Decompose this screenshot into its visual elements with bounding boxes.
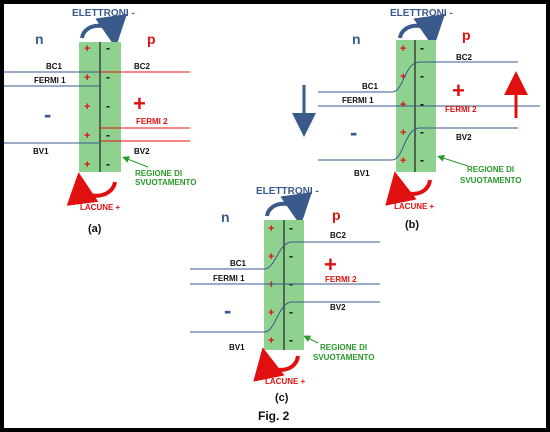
svg-text:-: - — [420, 97, 424, 111]
bc1-label: BC1 — [46, 62, 63, 71]
electrons-label: ELETTRONI - — [72, 8, 135, 19]
svg-text:+: + — [84, 101, 90, 113]
region-label-line2: SVUOTAMENTO — [460, 176, 521, 185]
svg-text:+: + — [400, 155, 406, 167]
p-plus-sign: + — [452, 78, 465, 103]
svg-text:-: - — [106, 99, 110, 113]
n-side-label: n — [35, 31, 44, 47]
svg-text:+: + — [400, 127, 406, 139]
svg-text:+: + — [84, 43, 90, 55]
fermi1-label: FERMI 1 — [342, 96, 374, 105]
n-side-label: n — [221, 209, 230, 225]
p-plus-sign: + — [133, 91, 146, 116]
charge-plus-column: + + + + + — [400, 43, 406, 167]
charge-minus-column: - - - - - — [420, 41, 424, 167]
electron-flow-arrow-icon — [398, 13, 445, 48]
bv-band-line — [190, 301, 380, 333]
n-minus-sign: - — [224, 298, 231, 323]
bv2-label: BV2 — [456, 133, 472, 142]
svg-text:-: - — [106, 70, 110, 84]
svg-text:+: + — [84, 72, 90, 84]
svg-text:-: - — [289, 249, 293, 263]
svg-text:+: + — [84, 130, 90, 142]
svg-text:-: - — [106, 41, 110, 55]
bv-band-line — [318, 127, 518, 161]
electron-flow-arrow-icon — [265, 191, 312, 226]
region-label-line2: SVUOTAMENTO — [135, 178, 196, 187]
fermi1-label: FERMI 1 — [213, 274, 245, 283]
panel-b-caption: (b) — [405, 219, 419, 231]
bc2-label: BC2 — [456, 53, 473, 62]
panel-c: ELETTRONI - n p + + + + + - - - - - BC1 … — [190, 186, 380, 404]
region-pointer-arrow-icon — [122, 156, 149, 168]
holes-label: LACUNE + — [394, 202, 435, 211]
charge-minus-column: - - - - - — [106, 41, 110, 171]
charge-plus-column: + + + + + — [268, 223, 274, 347]
svg-text:-: - — [420, 125, 424, 139]
holes-label: LACUNE + — [80, 203, 121, 212]
bc2-label: BC2 — [134, 62, 151, 71]
region-label-line1: REGIONE DI — [467, 165, 514, 174]
p-side-label: p — [332, 207, 341, 223]
panel-b: ELETTRONI - n p + + + + + - - - - - BC1 … — [292, 8, 540, 231]
n-side-label: n — [352, 31, 361, 47]
svg-text:-: - — [420, 41, 424, 55]
region-label-line1: REGIONE DI — [135, 169, 182, 178]
bc2-label: BC2 — [330, 231, 347, 240]
svg-text:-: - — [289, 333, 293, 347]
svg-text:+: + — [268, 223, 274, 235]
panel-a-caption: (a) — [88, 223, 102, 235]
fermi1-label: FERMI 1 — [34, 76, 66, 85]
svg-text:-: - — [289, 221, 293, 235]
bv1-label: BV1 — [354, 169, 370, 178]
panel-a: ELETTRONI - n p + + + + + - - - - - BC1 … — [4, 8, 196, 235]
fermi2-label: FERMI 2 — [445, 105, 477, 114]
bv2-label: BV2 — [134, 147, 150, 156]
n-minus-sign: - — [44, 102, 51, 127]
bv2-label: BV2 — [330, 303, 346, 312]
svg-text:-: - — [420, 153, 424, 167]
svg-text:+: + — [84, 159, 90, 171]
svg-text:-: - — [289, 305, 293, 319]
svg-text:+: + — [268, 335, 274, 347]
fermi2-label: FERMI 2 — [136, 117, 168, 126]
svg-text:+: + — [400, 43, 406, 55]
holes-label: LACUNE + — [265, 377, 306, 386]
region-pointer-arrow-icon — [303, 335, 319, 344]
n-minus-sign: - — [350, 120, 357, 145]
svg-text:-: - — [420, 69, 424, 83]
bc1-label: BC1 — [230, 259, 247, 268]
svg-text:+: + — [400, 99, 406, 111]
svg-text:-: - — [106, 128, 110, 142]
charge-plus-column: + + + + + — [84, 43, 90, 171]
bv1-label: BV1 — [229, 343, 245, 352]
bv1-label: BV1 — [33, 147, 49, 156]
hole-flow-arrow-icon — [66, 172, 117, 206]
panel-c-caption: (c) — [275, 392, 289, 404]
svg-text:+: + — [268, 307, 274, 319]
electrons-label: ELETTRONI - — [390, 8, 453, 19]
p-side-label: p — [462, 27, 471, 43]
hole-flow-arrow-icon — [385, 171, 432, 206]
p-plus-sign: + — [324, 252, 337, 277]
region-label-line1: REGIONE DI — [320, 343, 367, 352]
region-label-line2: SVUOTAMENTO — [313, 353, 374, 362]
svg-text:+: + — [400, 71, 406, 83]
bc-band-line — [318, 61, 518, 93]
bc1-label: BC1 — [362, 82, 379, 91]
svg-text:+: + — [268, 251, 274, 263]
electron-flow-arrow-icon — [80, 13, 127, 48]
svg-text:-: - — [106, 157, 110, 171]
region-pointer-arrow-icon — [437, 154, 469, 167]
bc-band-line — [190, 241, 380, 270]
fermi2-label: FERMI 2 — [325, 275, 357, 284]
electrons-label: ELETTRONI - — [256, 186, 319, 197]
svg-text:+: + — [268, 279, 274, 291]
figure-caption: Fig. 2 — [258, 409, 290, 423]
hole-flow-arrow-icon — [253, 347, 300, 382]
p-side-label: p — [147, 31, 156, 47]
